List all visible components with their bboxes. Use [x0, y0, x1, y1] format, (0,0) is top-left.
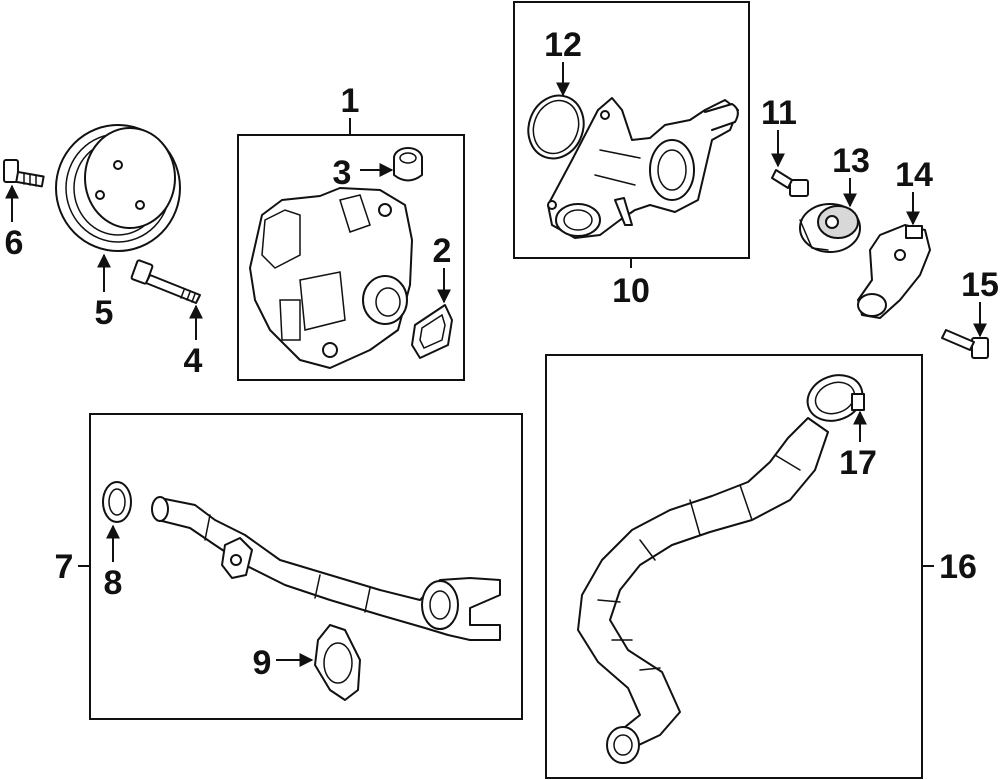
water-pump-part	[249, 187, 413, 369]
coolant-pipe-group-box	[89, 413, 523, 720]
cover-bolt-part	[941, 329, 989, 359]
callout-13: 13	[832, 142, 870, 180]
callout-7: 7	[55, 548, 74, 586]
callout-16: 16	[939, 548, 977, 586]
pipe-gasket-part	[314, 624, 361, 701]
pulley-part	[55, 124, 181, 252]
callout-17: 17	[839, 444, 877, 482]
callout-5: 5	[95, 294, 114, 332]
o-ring-part	[527, 94, 585, 160]
callout-15: 15	[961, 266, 999, 304]
callout-9: 9	[253, 644, 272, 682]
thermostat-cover-part	[857, 224, 931, 319]
callout-10: 10	[612, 272, 650, 310]
housing-bolt-part	[771, 169, 809, 197]
callout-4: 4	[184, 342, 203, 380]
callout-2: 2	[433, 232, 452, 270]
callout-14: 14	[895, 156, 933, 194]
coolant-pipe-part	[151, 496, 501, 641]
callout-11: 11	[761, 94, 797, 132]
callout-6: 6	[5, 224, 24, 262]
callout-8: 8	[104, 564, 123, 602]
callout-12: 12	[544, 26, 582, 64]
thermostat-part	[799, 203, 861, 253]
callout-3: 3	[333, 154, 352, 192]
pump-gasket-part	[411, 304, 453, 359]
coolant-hose-part	[577, 417, 829, 764]
pipe-o-ring-part	[102, 481, 132, 523]
pulley-bolt-part	[3, 159, 45, 188]
hose-clamp-part	[806, 374, 865, 422]
thermostat-housing-part	[547, 97, 739, 239]
plug-part	[393, 147, 423, 182]
long-bolt-part	[130, 259, 201, 304]
callout-1: 1	[341, 82, 360, 120]
